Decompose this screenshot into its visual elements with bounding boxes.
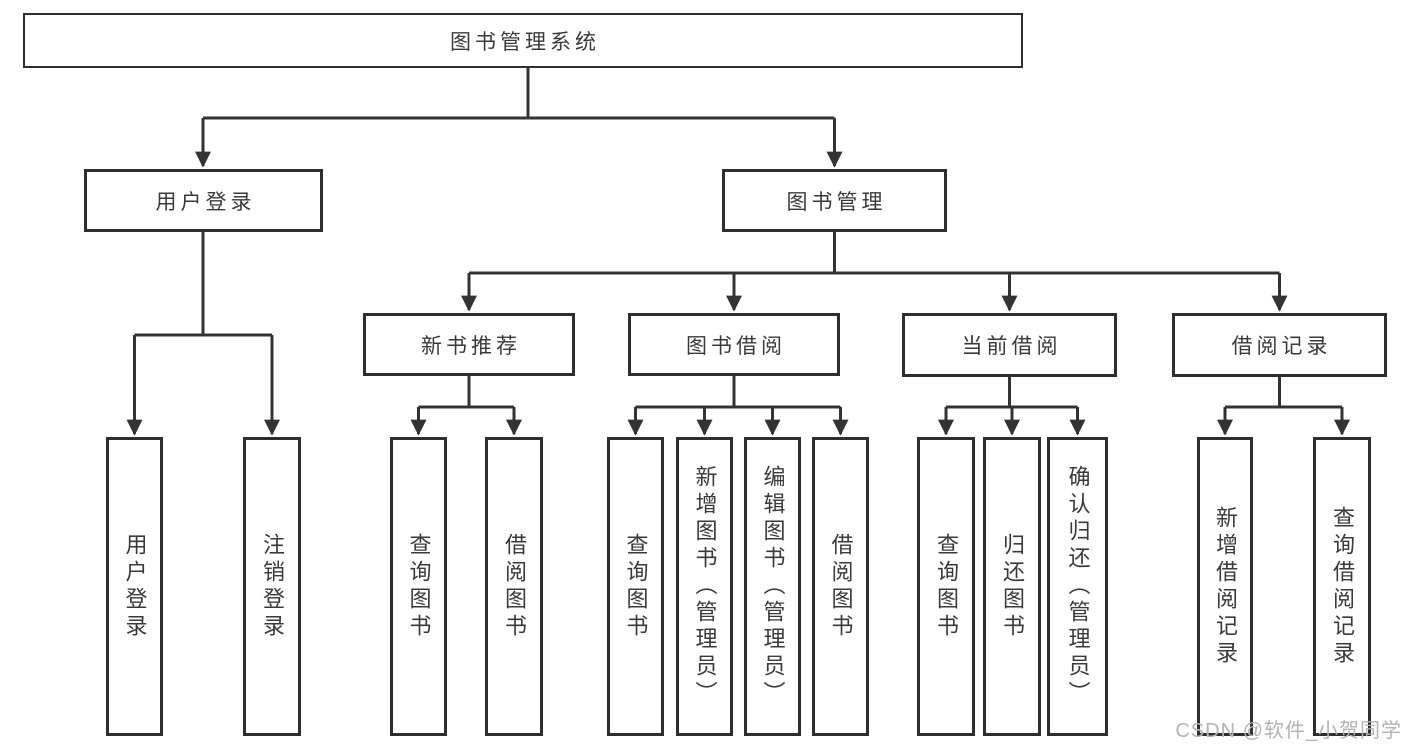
node-library-system-label: 图书管理系统 — [450, 30, 600, 54]
node-user-login: 用户登录 — [84, 169, 323, 232]
leaf-query-borrow-record-label: 查询借阅记录 — [1330, 505, 1355, 668]
leaf-edit-book-admin: 编辑图书（管理员） — [744, 437, 801, 736]
node-book-borrow-label: 图书借阅 — [686, 334, 786, 358]
node-book-management-label: 图书管理 — [786, 190, 887, 214]
csdn-watermark: CSDN @软件_小贺同学 — [1175, 720, 1402, 742]
leaf-recommend-query-book-label: 查询图书 — [406, 532, 432, 641]
leaf-recommend-borrow-book-label: 借阅图书 — [502, 532, 527, 641]
leaf-return-book: 归还图书 — [983, 437, 1041, 736]
node-current-borrow-label: 当前借阅 — [961, 335, 1062, 358]
leaf-add-book-admin: 新增图书（管理员） — [676, 437, 733, 736]
leaf-confirm-return-admin: 确认归还（管理员） — [1047, 437, 1108, 736]
node-current-borrow: 当前借阅 — [902, 313, 1117, 377]
node-new-book-recommend: 新书推荐 — [363, 313, 575, 376]
leaf-borrow-book-label: 借阅图书 — [828, 532, 854, 641]
leaf-edit-book-admin-label: 编辑图书（管理员） — [760, 465, 786, 708]
leaf-recommend-borrow-book: 借阅图书 — [485, 437, 543, 736]
node-new-book-recommend-label: 新书推荐 — [421, 334, 521, 358]
leaf-confirm-return-admin-label: 确认归还（管理员） — [1065, 465, 1091, 708]
leaf-current-query-book-label: 查询图书 — [934, 532, 959, 641]
leaf-add-borrow-record: 新增借阅记录 — [1197, 437, 1253, 736]
node-borrow-records: 借阅记录 — [1172, 313, 1387, 377]
leaf-add-book-admin-label: 新增图书（管理员） — [692, 465, 718, 708]
leaf-logout: 注销登录 — [243, 437, 301, 736]
leaf-current-query-book: 查询图书 — [917, 437, 975, 736]
leaf-add-borrow-record-label: 新增借阅记录 — [1213, 505, 1238, 668]
leaf-user-login-label: 用户登录 — [122, 532, 148, 641]
leaf-query-borrow-record: 查询借阅记录 — [1313, 437, 1371, 736]
node-user-login-label: 用户登录 — [155, 190, 256, 214]
node-borrow-records-label: 借阅记录 — [1231, 335, 1332, 358]
leaf-user-login: 用户登录 — [106, 437, 163, 736]
leaf-borrow-book: 借阅图书 — [812, 437, 869, 736]
leaf-logout-label: 注销登录 — [260, 532, 285, 641]
leaf-borrow-query-book-label: 查询图书 — [623, 532, 649, 641]
node-book-management: 图书管理 — [722, 169, 947, 232]
leaf-return-book-label: 归还图书 — [1000, 532, 1025, 641]
leaf-recommend-query-book: 查询图书 — [390, 437, 447, 736]
node-book-borrow: 图书借阅 — [628, 313, 840, 376]
node-library-system: 图书管理系统 — [23, 13, 1023, 68]
leaf-borrow-query-book: 查询图书 — [607, 437, 664, 736]
